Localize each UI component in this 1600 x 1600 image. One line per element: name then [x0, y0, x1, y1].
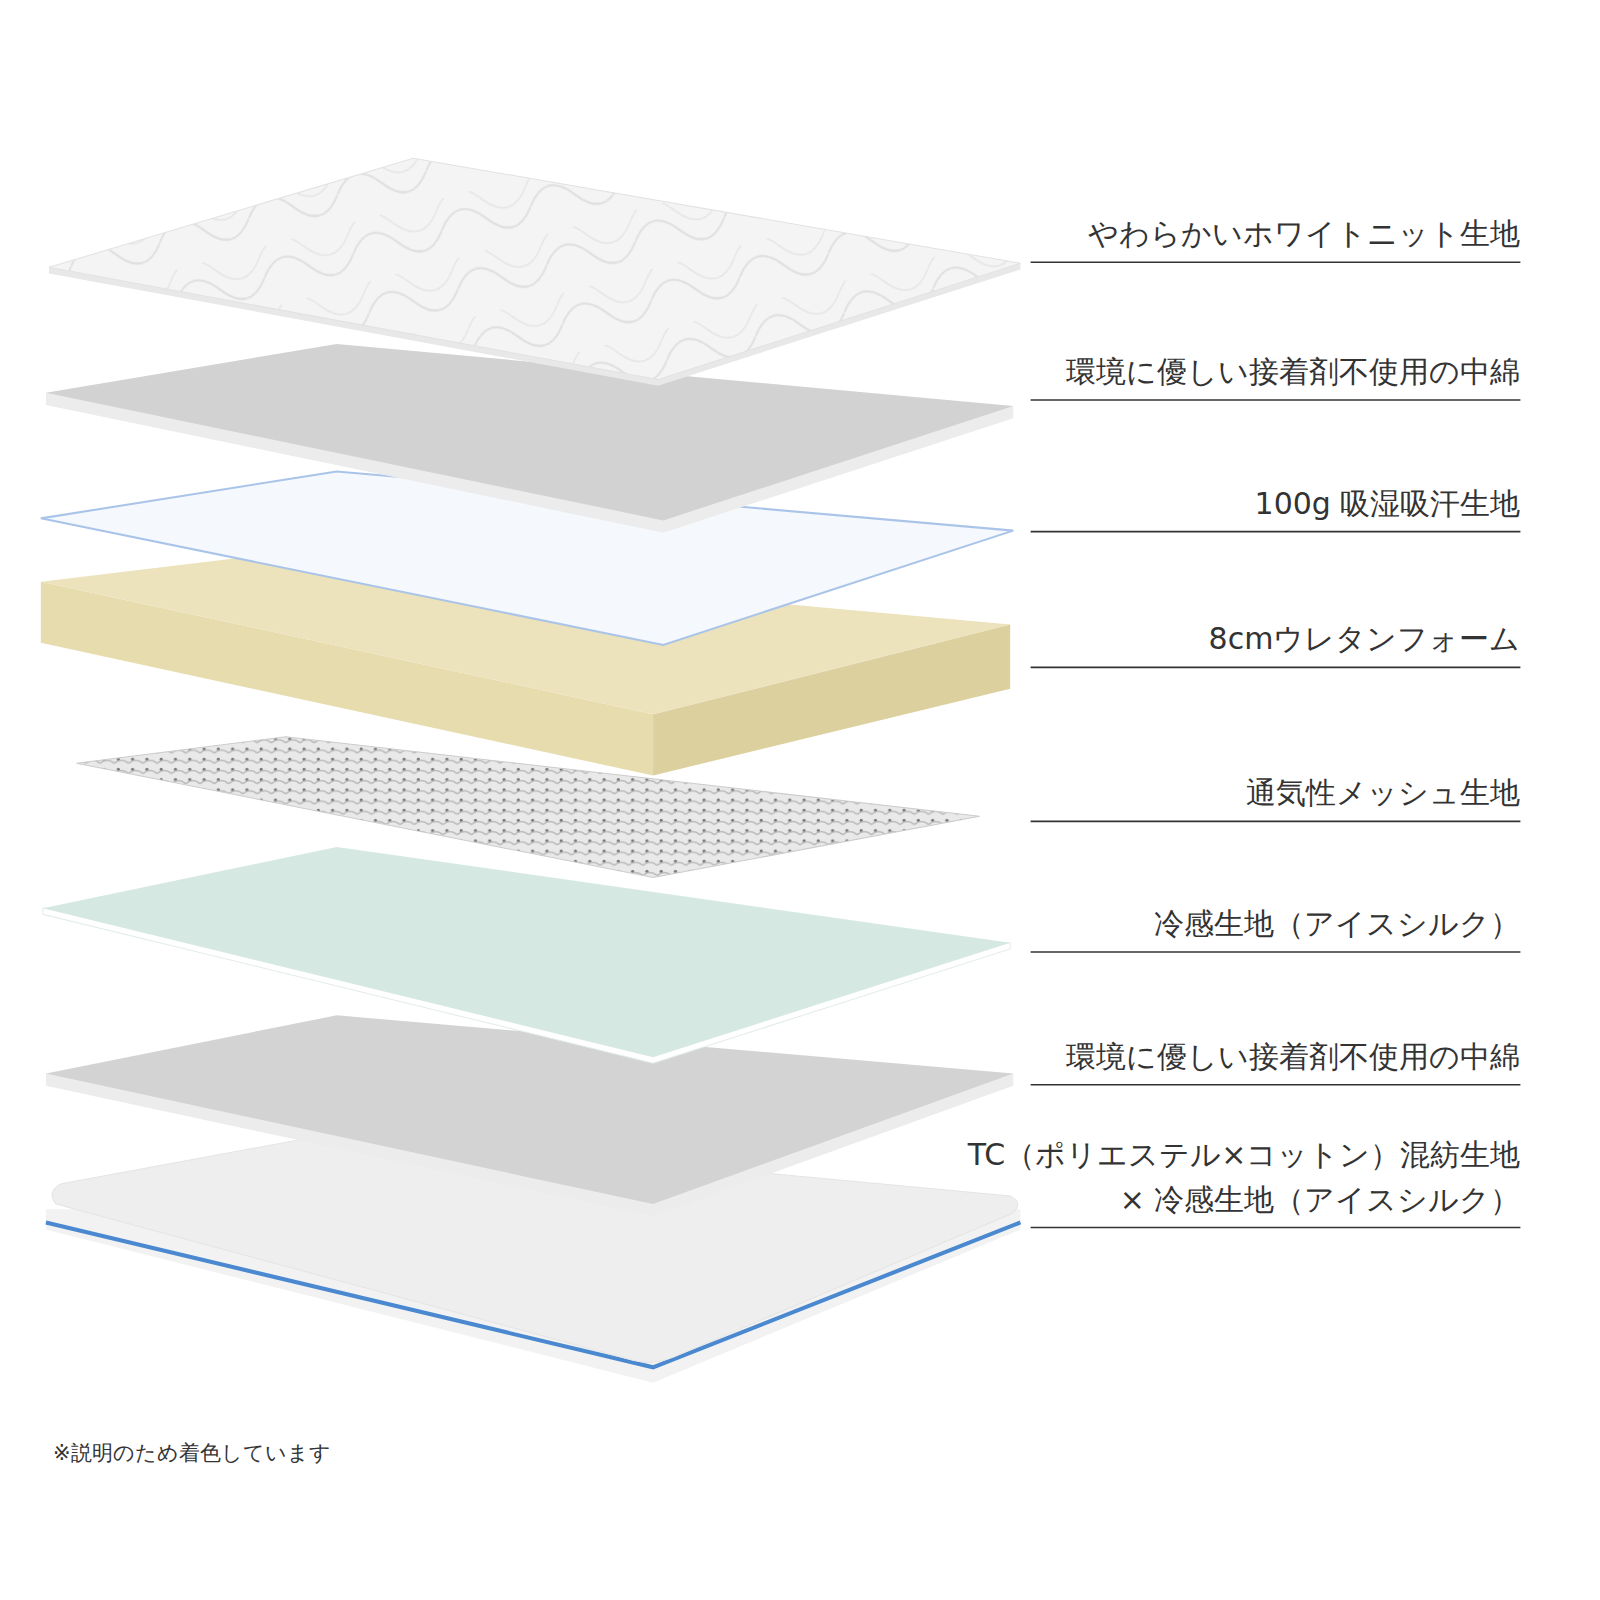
layer-label: やわらかいホワイトニット生地 — [1088, 211, 1520, 256]
leader-lines — [1031, 262, 1521, 1227]
cool-layer — [43, 847, 1010, 1057]
layer-label: TC（ポリエステル×コットン）混紡生地 × 冷感生地（アイスシルク） — [960, 1132, 1520, 1222]
note-text: ※説明のため着色しています — [53, 1439, 331, 1467]
layer-label: 通気性メッシュ生地 — [1246, 770, 1520, 815]
layer-label: 環境に優しい接着剤不使用の中綿 — [1066, 349, 1520, 394]
batting-lower — [46, 1015, 1013, 1204]
layer-label: 8cmウレタンフォーム — [1209, 616, 1521, 661]
batting-upper — [46, 344, 1013, 521]
layer-label: 100g 吸湿吸汗生地 — [1255, 481, 1521, 526]
knit-layer — [49, 158, 1020, 379]
layer-label: 冷感生地（アイスシルク） — [1154, 901, 1520, 946]
mesh-layer — [77, 737, 980, 878]
layer-label: 環境に優しい接着剤不使用の中綿 — [1066, 1034, 1520, 1079]
